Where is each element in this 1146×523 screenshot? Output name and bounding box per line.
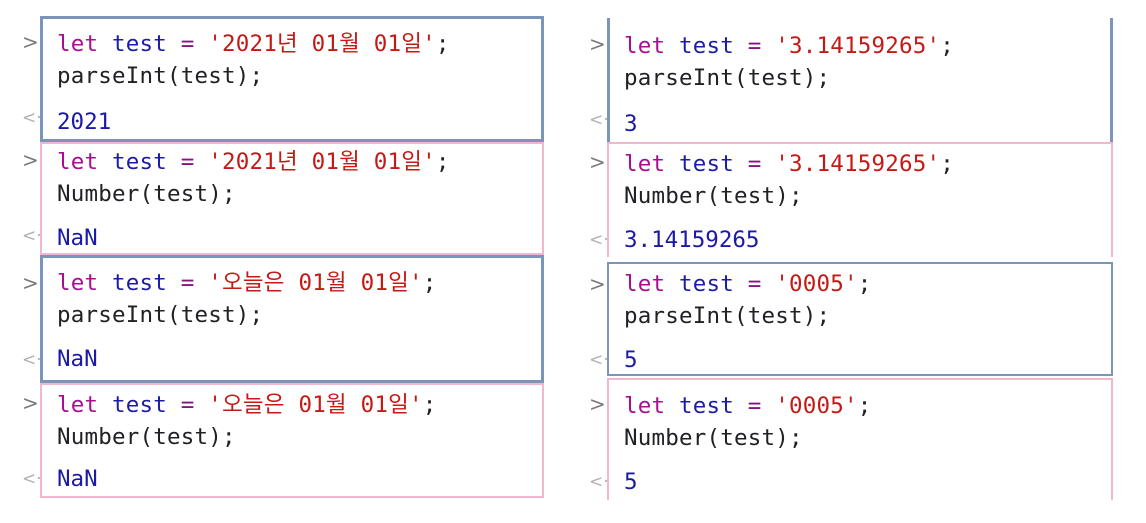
- highlight-frame: [607, 378, 1113, 500]
- string-literal: '오늘은 01월 01일': [208, 270, 423, 296]
- highlight-frame: [607, 262, 1113, 376]
- console-entry[interactable]: > let test = '3.14159265'; Number(test);…: [567, 142, 1117, 257]
- result-value: 3.14159265: [624, 227, 760, 253]
- string-literal: '2021년 01월 01일': [208, 31, 436, 57]
- return-arrow-icon: <·: [22, 226, 42, 246]
- return-arrow-icon: <·: [22, 108, 42, 128]
- code-line-declaration: let test = '3.14159265';: [624, 30, 954, 62]
- result-value: NaN: [57, 346, 98, 372]
- string-literal: '0005': [775, 393, 858, 419]
- semicolon: ;: [857, 271, 872, 297]
- code-line-declaration: let test = '2021년 01월 01일';: [57, 146, 450, 178]
- chevron-right-icon: >: [22, 271, 39, 295]
- code-line-call: Number(test);: [624, 183, 803, 209]
- return-arrow-icon: <·: [22, 350, 42, 370]
- code-line-call: Number(test);: [57, 181, 236, 207]
- chevron-right-icon: >: [22, 148, 39, 172]
- chevron-right-icon: >: [589, 32, 606, 56]
- chevron-right-icon: >: [22, 391, 39, 415]
- return-arrow-icon: <·: [589, 350, 609, 370]
- operator: =: [747, 271, 762, 297]
- string-literal: '3.14159265': [775, 151, 941, 177]
- variable-name: test: [679, 151, 734, 177]
- code-line-declaration: let test = '0005';: [624, 268, 871, 300]
- operator: =: [180, 392, 195, 418]
- keyword: let: [624, 393, 666, 419]
- semicolon: ;: [422, 392, 437, 418]
- code-line-declaration: let test = '0005';: [624, 390, 871, 422]
- console-entry[interactable]: > let test = '오늘은 01월 01일'; parseInt(tes…: [0, 255, 548, 383]
- keyword: let: [57, 270, 99, 296]
- result-value: 5: [624, 347, 638, 373]
- keyword: let: [57, 31, 99, 57]
- semicolon: ;: [857, 393, 872, 419]
- chevron-right-icon: >: [589, 392, 606, 416]
- keyword: let: [57, 392, 99, 418]
- chevron-right-icon: >: [589, 150, 606, 174]
- code-line-call: Number(test);: [57, 424, 236, 450]
- result-value: 2021: [57, 109, 112, 135]
- operator: =: [180, 149, 195, 175]
- return-arrow-icon: <·: [589, 110, 609, 130]
- highlight-frame: [40, 383, 544, 498]
- semicolon: ;: [940, 33, 954, 59]
- semicolon: ;: [422, 270, 437, 296]
- code-line-call: parseInt(test);: [624, 303, 831, 329]
- code-line-declaration: let test = '오늘은 01월 01일';: [57, 389, 436, 421]
- keyword: let: [624, 33, 666, 59]
- variable-name: test: [112, 270, 167, 296]
- string-literal: '2021년 01월 01일': [208, 149, 436, 175]
- operator: =: [747, 151, 762, 177]
- console-entry[interactable]: > let test = '0005'; parseInt(test); <· …: [567, 262, 1117, 376]
- keyword: let: [624, 271, 666, 297]
- chevron-right-icon: >: [589, 272, 606, 296]
- highlight-frame: [607, 18, 1113, 142]
- variable-name: test: [679, 271, 734, 297]
- code-line-call: Number(test);: [624, 425, 803, 451]
- code-line-call: parseInt(test);: [624, 65, 831, 91]
- console-entry[interactable]: > let test = '오늘은 01월 01일'; Number(test)…: [0, 383, 548, 498]
- operator: =: [180, 270, 195, 296]
- operator: =: [747, 393, 762, 419]
- code-line-declaration: let test = '오늘은 01월 01일';: [57, 267, 436, 299]
- string-literal: '오늘은 01월 01일': [208, 392, 423, 418]
- code-line-declaration: let test = '2021년 01월 01일';: [57, 28, 450, 60]
- result-value: 5: [624, 469, 638, 495]
- string-literal: '3.14159265': [775, 33, 941, 59]
- semicolon: ;: [940, 151, 954, 177]
- highlight-frame: [607, 142, 1113, 257]
- semicolon: ;: [435, 149, 450, 175]
- semicolon: ;: [435, 31, 450, 57]
- result-value: 3: [624, 111, 638, 137]
- operator: =: [747, 33, 762, 59]
- variable-name: test: [112, 149, 167, 175]
- variable-name: test: [679, 393, 734, 419]
- code-line-call: parseInt(test);: [57, 302, 264, 328]
- console-entry[interactable]: > let test = '2021년 01월 01일'; Number(tes…: [0, 142, 548, 255]
- string-literal: '0005': [775, 271, 858, 297]
- keyword: let: [57, 149, 99, 175]
- code-line-call: parseInt(test);: [57, 63, 264, 89]
- console-entry[interactable]: > let test = '2021년 01월 01일'; parseInt(t…: [0, 16, 548, 142]
- variable-name: test: [679, 33, 734, 59]
- highlight-frame: [40, 255, 544, 383]
- variable-name: test: [112, 392, 167, 418]
- return-arrow-icon: <·: [589, 230, 609, 250]
- result-value: NaN: [57, 466, 98, 492]
- chevron-right-icon: >: [22, 30, 39, 54]
- console-entry[interactable]: > let test = '3.14159265'; parseInt(test…: [567, 18, 1117, 142]
- return-arrow-icon: <·: [589, 472, 609, 492]
- highlight-frame: [40, 142, 544, 255]
- variable-name: test: [112, 31, 167, 57]
- console-entry[interactable]: > let test = '0005'; Number(test); <· 5: [567, 378, 1117, 500]
- return-arrow-icon: <·: [22, 469, 42, 489]
- highlight-frame: [40, 16, 544, 142]
- operator: =: [180, 31, 195, 57]
- result-value: NaN: [57, 225, 98, 251]
- code-line-declaration: let test = '3.14159265';: [624, 148, 954, 180]
- keyword: let: [624, 151, 666, 177]
